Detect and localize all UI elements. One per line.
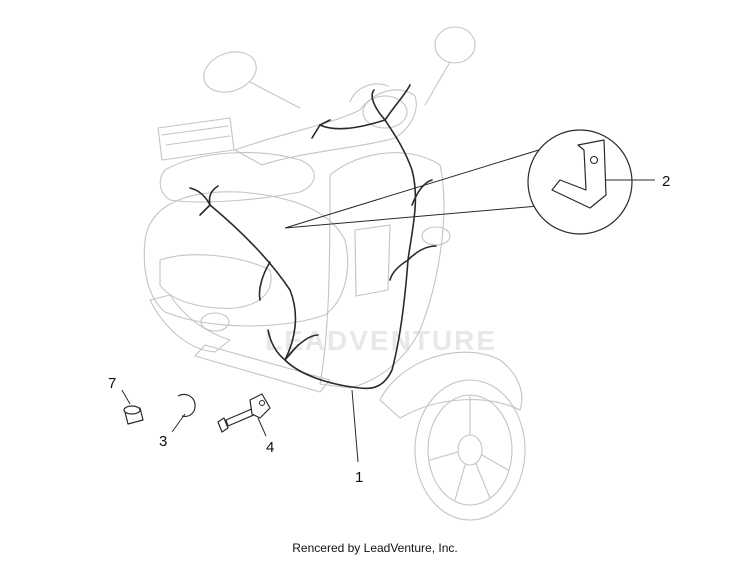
callout-1: 1 xyxy=(355,469,363,486)
watermark-text: LEADVENTURE xyxy=(265,325,497,356)
callout-4: 4 xyxy=(266,439,274,456)
bolt-clamp-part: 4 xyxy=(217,393,274,456)
callout-2: 2 xyxy=(662,173,670,190)
cap-part: 7 xyxy=(108,375,144,425)
bracket-detail-callout: 2 xyxy=(284,129,670,235)
scooter-outline xyxy=(143,26,526,521)
wiring-harness xyxy=(189,84,437,390)
callout-3: 3 xyxy=(159,433,167,450)
clip-part: 3 xyxy=(159,393,196,450)
footer-credit: Rencered by LeadVenture, Inc. xyxy=(292,541,458,555)
callout-7: 7 xyxy=(108,375,116,392)
